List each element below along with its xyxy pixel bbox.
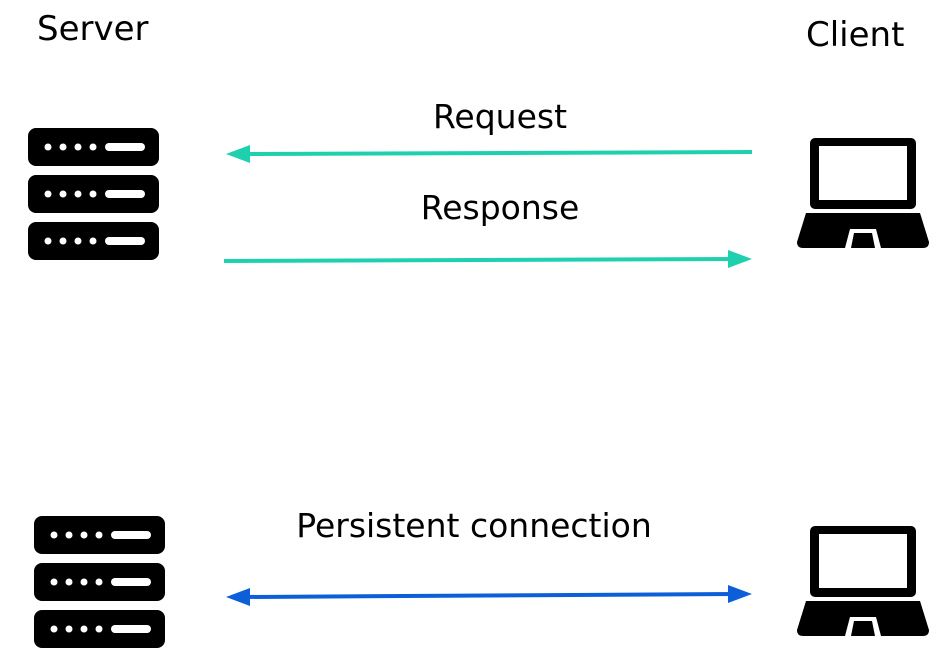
server-icon [34,516,165,648]
laptop-icon [797,138,929,248]
server-label: Server [37,9,149,49]
persistent-connection-label: Persistent connection [296,506,652,545]
client-label: Client [806,15,905,55]
response-label: Response [420,188,580,227]
laptop-icon [797,526,929,636]
persistent-connection-arrow [226,585,752,606]
request-label: Request [432,97,568,136]
request-arrow [226,145,753,163]
server-icon [28,128,159,260]
response-arrow [223,250,752,268]
